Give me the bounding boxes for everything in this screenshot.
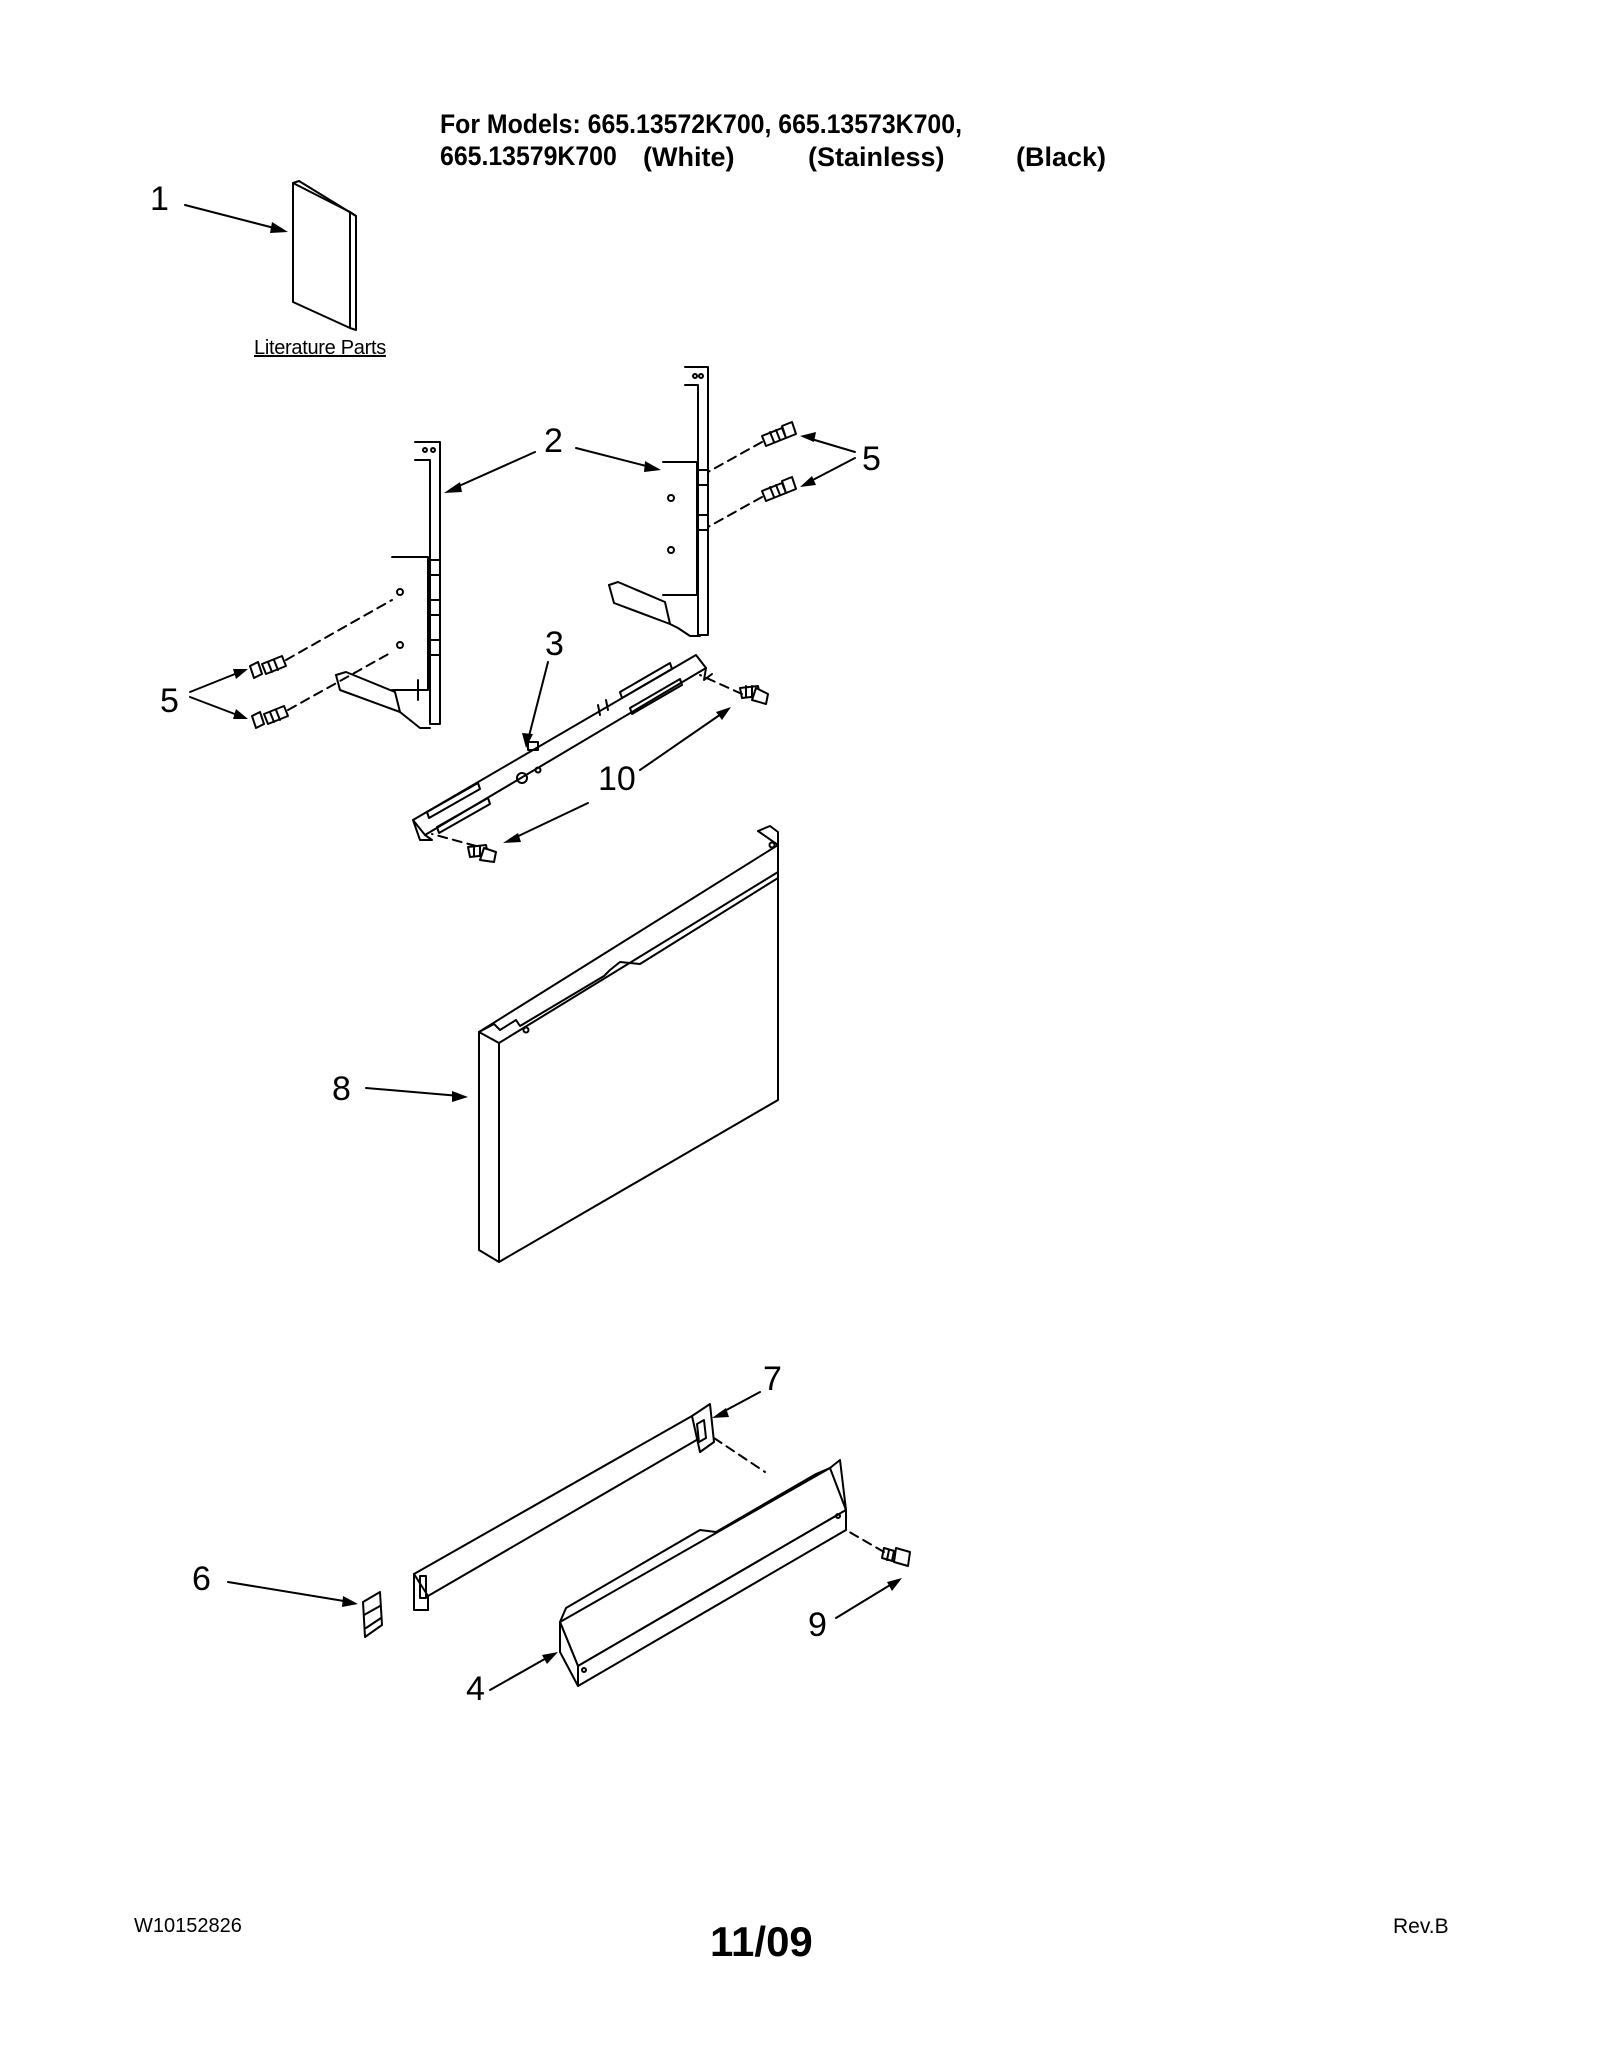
leader-5-left-a bbox=[189, 671, 241, 693]
variant-black: (Black) bbox=[1016, 142, 1107, 172]
callout-2: 2 bbox=[544, 422, 563, 460]
callout-1: 1 bbox=[150, 180, 169, 218]
screw-10-right bbox=[739, 685, 769, 705]
callout-10: 10 bbox=[598, 760, 636, 798]
models-line: For Models: 665.13572K700, 665.13573K700… bbox=[440, 109, 962, 171]
variant-stainless: (Stainless) bbox=[808, 142, 945, 172]
callout-8: 8 bbox=[332, 1070, 351, 1108]
leader-2-right bbox=[575, 447, 655, 469]
callout-6: 6 bbox=[192, 1560, 211, 1598]
screw-9-part bbox=[881, 1547, 911, 1567]
callout-3: 3 bbox=[545, 625, 564, 663]
callout-5-right: 5 bbox=[862, 440, 881, 478]
leader-8 bbox=[365, 1087, 461, 1097]
revision-label: Rev.B bbox=[1393, 1915, 1449, 1938]
document-number: W10152826 bbox=[134, 1915, 242, 1937]
literature-parts-label: Literature Parts bbox=[254, 337, 386, 359]
leader-10-b bbox=[509, 802, 589, 841]
callout-4: 4 bbox=[466, 1670, 485, 1708]
leader-9 bbox=[835, 1581, 896, 1619]
leader-10-a bbox=[639, 711, 725, 771]
screw-5-lower-right bbox=[761, 476, 797, 502]
callout-5-left: 5 bbox=[160, 682, 179, 720]
models-header: For Models: 665.13572K700, 665.13573K700… bbox=[440, 108, 1102, 172]
leader-5-right-a bbox=[807, 437, 856, 453]
screw-5-upper-left bbox=[249, 655, 287, 679]
screw-5-upper-right bbox=[761, 421, 797, 447]
clip-6-part bbox=[362, 1591, 383, 1638]
screw-5-lower-left bbox=[251, 705, 289, 729]
variant-white: (White) bbox=[643, 142, 735, 172]
callout-7: 7 bbox=[763, 1360, 782, 1398]
leader-3 bbox=[527, 661, 549, 741]
leader-4 bbox=[489, 1655, 551, 1691]
toe-kick-panel-4-part bbox=[559, 1459, 847, 1687]
callout-9: 9 bbox=[808, 1606, 827, 1644]
mounting-bracket-3-part bbox=[412, 654, 713, 841]
leader-5-right-b bbox=[806, 457, 856, 484]
leader-1 bbox=[184, 204, 283, 231]
toe-kick-bracket-7-part bbox=[413, 1403, 715, 1611]
door-panel-8-part bbox=[478, 825, 779, 1263]
publication-date: 11/09 bbox=[710, 1918, 813, 1965]
leader-6 bbox=[227, 1581, 351, 1603]
leader-2-left bbox=[449, 451, 536, 491]
hinge-bracket-right-part bbox=[608, 366, 709, 637]
screw-10-left bbox=[467, 844, 497, 863]
leader-5-left-b bbox=[189, 696, 241, 717]
literature-booklet-part bbox=[292, 180, 357, 331]
hinge-bracket-left-part bbox=[335, 441, 441, 729]
